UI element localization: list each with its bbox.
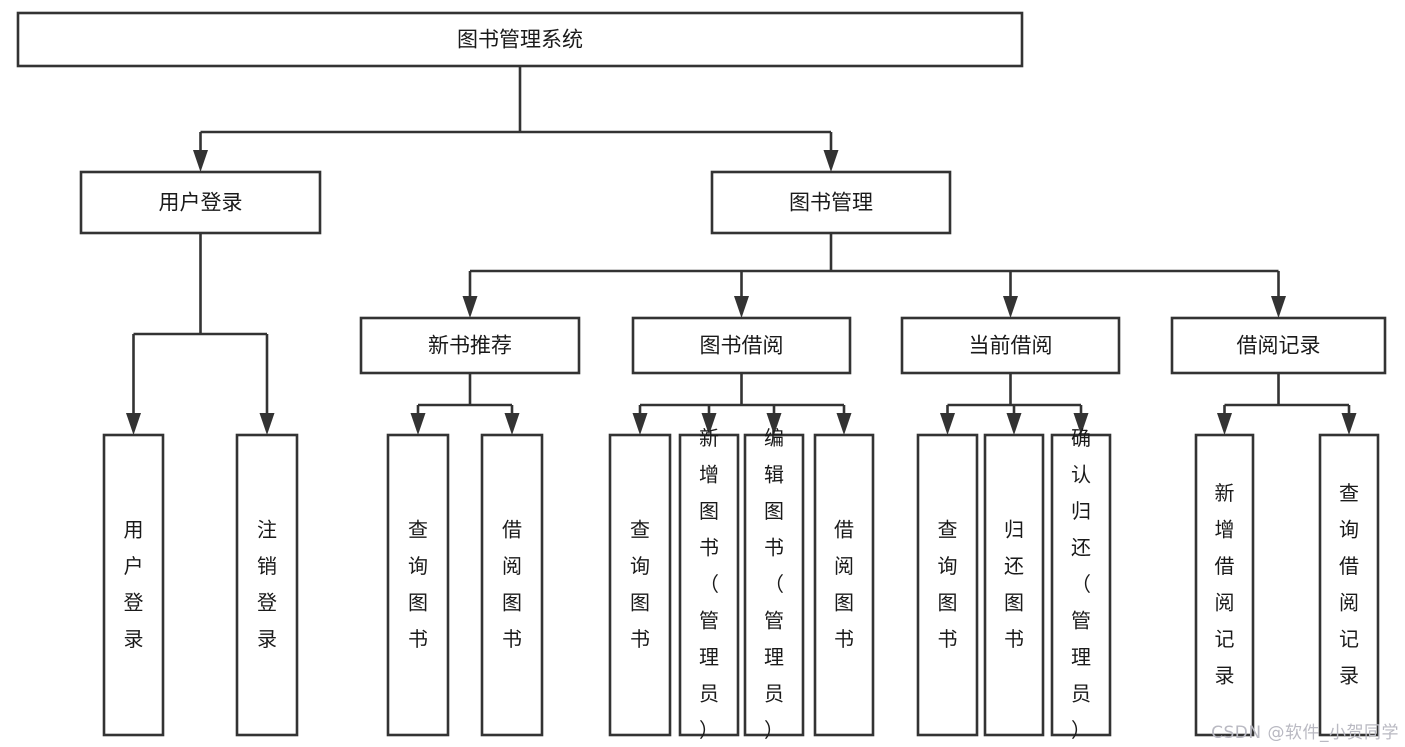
node-label-borrow: 图书借阅 (700, 334, 784, 358)
node-l1[interactable]: 用户登录 (102, 433, 165, 737)
edge-group-record (1217, 373, 1357, 435)
node-l5[interactable]: 查询图书 (608, 433, 672, 737)
node-label-l6: 新增图书（管理员） (699, 426, 719, 742)
edge-group-root (193, 66, 839, 172)
node-box-l11[interactable] (1050, 433, 1112, 737)
arrow-head-icon (1003, 296, 1018, 318)
node-label-l9: 查询图书 (938, 517, 958, 651)
connector-edges-layer (126, 66, 1357, 435)
node-label-l7: 编辑图书（管理员） (764, 426, 784, 742)
node-label-l5: 查询图书 (630, 517, 650, 651)
node-label-current: 当前借阅 (969, 334, 1053, 358)
node-label-newbook: 新书推荐 (428, 334, 512, 358)
node-box-login[interactable] (79, 170, 322, 235)
node-l7[interactable]: 编辑图书（管理员） (743, 426, 805, 742)
arrow-head-icon (193, 150, 208, 172)
node-l2[interactable]: 注销登录 (235, 433, 299, 737)
node-label-record: 借阅记录 (1237, 334, 1321, 358)
node-box-borrow[interactable] (631, 316, 852, 375)
node-root[interactable]: 图书管理系统 (16, 11, 1024, 68)
arrow-head-icon (766, 413, 782, 435)
node-l13[interactable]: 查询借阅记录 (1318, 433, 1380, 737)
arrow-head-icon (1073, 413, 1089, 435)
arrow-head-icon (410, 413, 426, 435)
node-login[interactable]: 用户登录 (79, 170, 322, 235)
node-box-l9[interactable] (916, 433, 979, 737)
node-label-l2: 注销登录 (257, 517, 277, 651)
node-l8[interactable]: 借阅图书 (813, 433, 875, 737)
node-box-l2[interactable] (235, 433, 299, 737)
node-label-l11: 确认归还（管理员） (1071, 426, 1091, 742)
node-label-l1: 用户登录 (124, 517, 144, 651)
arrow-head-icon (126, 413, 141, 435)
diagram-nodes-layer: 图书管理系统用户登录图书管理新书推荐图书借阅当前借阅借阅记录用户登录注销登录查询… (16, 11, 1387, 742)
edge-group-bookmgmt (462, 233, 1286, 318)
node-box-l3[interactable] (386, 433, 450, 737)
node-box-l6[interactable] (678, 433, 740, 737)
node-label-bookmgmt: 图书管理 (789, 191, 873, 215)
node-l6[interactable]: 新增图书（管理员） (678, 426, 740, 742)
node-borrow[interactable]: 图书借阅 (631, 316, 852, 375)
node-box-l1[interactable] (102, 433, 165, 737)
node-box-l5[interactable] (608, 433, 672, 737)
edge-group-newbook (410, 373, 520, 435)
node-label-l12: 新增借阅记录 (1215, 480, 1235, 687)
node-newbook[interactable]: 新书推荐 (359, 316, 581, 375)
arrow-head-icon (701, 413, 717, 435)
node-label-l13: 查询借阅记录 (1339, 480, 1359, 687)
node-current[interactable]: 当前借阅 (900, 316, 1121, 375)
node-box-newbook[interactable] (359, 316, 581, 375)
arrow-head-icon (1271, 296, 1286, 318)
node-record[interactable]: 借阅记录 (1170, 316, 1387, 375)
node-l3[interactable]: 查询图书 (386, 433, 450, 737)
edge-group-current (940, 373, 1089, 435)
node-label-l10: 归还图书 (1004, 517, 1024, 651)
node-label-l3: 查询图书 (408, 517, 428, 651)
node-box-l12[interactable] (1194, 433, 1255, 737)
edge-group-borrow (632, 373, 852, 435)
node-l12[interactable]: 新增借阅记录 (1194, 433, 1255, 737)
node-l4[interactable]: 借阅图书 (480, 433, 544, 737)
node-box-l13[interactable] (1318, 433, 1380, 737)
arrow-head-icon (462, 296, 478, 318)
node-l11[interactable]: 确认归还（管理员） (1050, 426, 1112, 742)
node-label-l4: 借阅图书 (502, 517, 522, 651)
node-box-root[interactable] (16, 11, 1024, 68)
node-label-root: 图书管理系统 (457, 28, 583, 52)
node-box-record[interactable] (1170, 316, 1387, 375)
csdn-watermark: CSDN @软件_小贺同学 (1211, 723, 1399, 743)
arrow-head-icon (940, 413, 955, 435)
node-box-bookmgmt[interactable] (710, 170, 952, 235)
edge-group-login (126, 233, 275, 435)
node-box-current[interactable] (900, 316, 1121, 375)
arrow-head-icon (823, 150, 839, 172)
node-box-l8[interactable] (813, 433, 875, 737)
arrow-head-icon (1006, 413, 1022, 435)
node-box-l7[interactable] (743, 433, 805, 737)
node-l10[interactable]: 归还图书 (983, 433, 1045, 737)
node-label-login: 用户登录 (159, 191, 243, 215)
node-bookmgmt[interactable]: 图书管理 (710, 170, 952, 235)
arrow-head-icon (1341, 413, 1357, 435)
node-box-l10[interactable] (983, 433, 1045, 737)
arrow-head-icon (836, 413, 852, 435)
arrow-head-icon (259, 413, 275, 435)
node-box-l4[interactable] (480, 433, 544, 737)
arrow-head-icon (1217, 413, 1232, 435)
arrow-head-icon (504, 413, 520, 435)
arrow-head-icon (632, 413, 648, 435)
arrow-head-icon (734, 296, 749, 318)
node-label-l8: 借阅图书 (834, 517, 854, 651)
node-l9[interactable]: 查询图书 (916, 433, 979, 737)
